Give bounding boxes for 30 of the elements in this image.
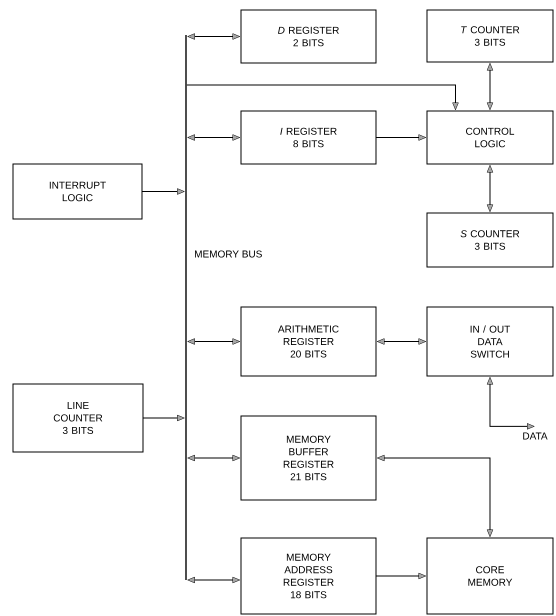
register-box: CORE MEMORY <box>426 538 554 614</box>
arrow <box>143 414 185 422</box>
arrow <box>376 338 426 345</box>
bus-line <box>185 35 187 580</box>
arrow <box>187 576 240 584</box>
arrow <box>376 572 426 580</box>
register-box: LINE COUNTER 3 BITS <box>12 384 144 452</box>
arrow <box>187 134 240 141</box>
arrow <box>187 33 240 40</box>
data-label: DATA <box>523 432 548 440</box>
register-box: I REGISTER 8 BITS <box>240 110 376 164</box>
register-box: T COUNTER 3 BITS <box>426 10 554 62</box>
register-box: CONTROL LOGIC <box>426 110 554 164</box>
register-box: MEMORY ADDRESS REGISTER 18 BITS <box>240 538 376 614</box>
arrow <box>187 454 240 462</box>
register-box: S COUNTER 3 BITS <box>426 212 554 268</box>
arrow <box>486 376 535 430</box>
register-box: MEMORY BUFFER REGISTER 21 BITS <box>240 416 376 500</box>
arrow <box>187 338 240 345</box>
register-box: D REGISTER 2 BITS <box>240 10 376 64</box>
arrow <box>486 164 494 212</box>
arrow <box>186 84 459 110</box>
register-box: IN / OUT DATA SWITCH <box>426 306 554 376</box>
bus-label: MEMORY BUS <box>195 250 262 258</box>
arrow <box>486 62 494 110</box>
arrow <box>376 134 426 141</box>
arrow <box>142 188 185 195</box>
register-box: ARITHMETIC REGISTER 20 BITS <box>240 306 376 376</box>
arrow <box>376 454 494 538</box>
register-box: INTERRUPT LOGIC <box>12 164 142 220</box>
